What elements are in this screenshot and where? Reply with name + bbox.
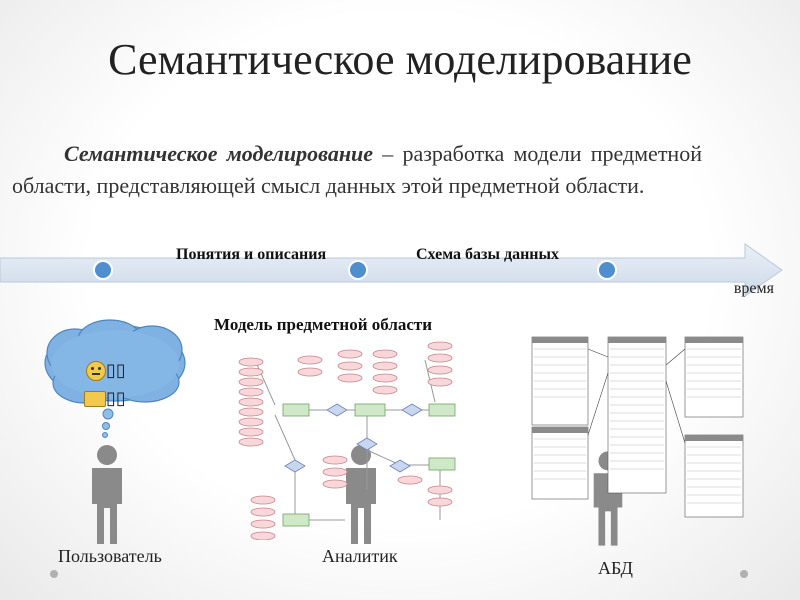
analyst-person-icon	[346, 445, 376, 544]
timeline-point	[93, 260, 113, 280]
cloud-item-2-text: ▯▯	[106, 388, 126, 409]
cloud-item-2: ▯▯	[84, 388, 126, 409]
database-schema	[531, 336, 744, 518]
definition-text: Семантическое моделирование – разработка…	[12, 138, 702, 202]
er-diagram	[238, 341, 456, 540]
role-user: Пользователь	[58, 546, 162, 566]
cloud-item-1: ▯▯	[86, 360, 126, 381]
timeline-label-concepts: Понятия и описания	[176, 246, 327, 263]
role-dba: АБД	[598, 558, 633, 578]
timeline-point	[597, 260, 617, 280]
cloud-item-1-text: ▯▯	[106, 360, 126, 381]
decor-dot	[740, 570, 748, 578]
folder-icon	[84, 391, 106, 407]
neutral-face-icon	[86, 361, 106, 381]
user-person-icon	[92, 445, 122, 544]
timeline-point	[348, 260, 368, 280]
decor-dot	[50, 570, 58, 578]
timeline-label-time: время	[733, 280, 774, 297]
domain-model-title: Модель предметной области	[214, 315, 433, 334]
definition-body: – разработка модели предметной области, …	[12, 141, 702, 198]
timeline-arrow	[0, 243, 783, 297]
definition-term: Семантическое моделирование	[64, 141, 374, 166]
thought-cloud	[44, 319, 186, 438]
timeline-label-schema: Схема базы данных	[416, 246, 559, 263]
slide-title: Семантическое моделирование	[108, 35, 692, 84]
role-analyst: Аналитик	[322, 546, 398, 566]
